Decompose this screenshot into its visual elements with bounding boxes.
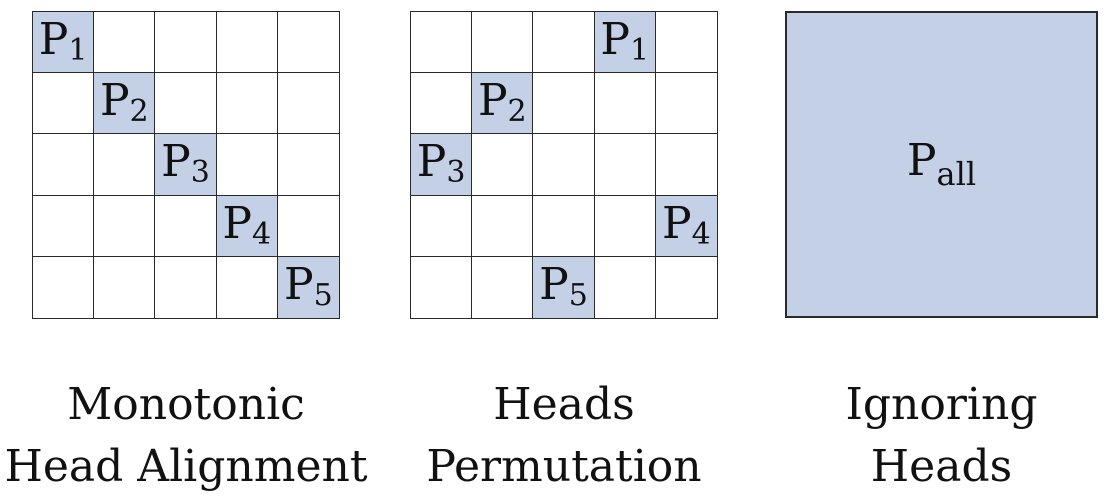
block-label-3: P3: [416, 136, 466, 191]
grid-cell: [217, 256, 278, 318]
grid-cell: [411, 12, 473, 74]
grid-cell: [533, 73, 595, 135]
grid-cell: [216, 134, 278, 196]
ignoring-caption-line2: Heads: [870, 441, 1013, 492]
grid-cell: [411, 256, 473, 318]
grid-cell-filled: P1: [33, 12, 95, 74]
grid-cell: [594, 195, 656, 257]
grid-cell: [94, 195, 156, 257]
grid-cell-filled: P5: [277, 256, 339, 318]
grid-cell: [277, 12, 339, 74]
grid-cell: [94, 256, 156, 318]
grid-cell: [277, 73, 339, 135]
block-label-1: P1: [38, 14, 88, 69]
grid-cell-filled: P4: [655, 195, 717, 257]
grid-cell: [155, 12, 217, 74]
ignoring-heads-block: Pall: [785, 11, 1098, 318]
grid-cell: [94, 134, 156, 196]
grid-cell: [155, 73, 217, 135]
grid-cell: [216, 12, 278, 74]
grid-cell: [472, 195, 534, 257]
monotonic-caption-line2: Head Alignment: [4, 441, 368, 492]
grid-cell: [533, 195, 595, 257]
grid-cell: [277, 134, 339, 196]
grid-cell: [33, 195, 95, 257]
ignoring-caption: Ignoring Heads: [745, 374, 1105, 498]
grid-cell: [216, 73, 278, 135]
grid-cell-filled: P1: [594, 12, 656, 74]
block-label-5: P5: [539, 259, 588, 314]
block-label-5: P5: [284, 259, 333, 314]
grid-cell: [472, 256, 534, 318]
grid-cell-filled: P2: [472, 73, 534, 135]
grid-cell: [411, 195, 473, 257]
grid-cell-filled: P2: [94, 73, 156, 135]
permutation-caption-line2: Permutation: [426, 441, 702, 492]
block-label-4: P4: [662, 197, 711, 252]
block-label-3: P3: [161, 136, 210, 191]
grid-cell: [655, 134, 717, 196]
permutation-caption-line1: Heads: [493, 379, 635, 430]
monotonic-caption: Monotonic Head Alignment: [0, 374, 380, 498]
grid-cell: [33, 134, 95, 196]
grid-cell: [533, 134, 595, 196]
grid-cell: [533, 12, 595, 74]
grid-cell: [472, 134, 534, 196]
grid-cell: [655, 73, 717, 135]
grid-cell: [594, 134, 656, 196]
grid-cell: [411, 73, 473, 135]
grid-cell: [594, 73, 656, 135]
block-label-all: Pall: [906, 135, 977, 193]
block-label-1: P1: [600, 14, 650, 69]
grid-cell: [595, 256, 656, 318]
grid-cell: [94, 12, 156, 74]
block-label-2: P2: [99, 75, 149, 130]
monotonic-caption-line1: Monotonic: [67, 379, 305, 430]
grid-cell: [656, 257, 717, 318]
grid-cell: [33, 256, 95, 318]
grid-cell: [277, 196, 339, 257]
grid-cell: [155, 195, 217, 257]
block-label-2: P2: [477, 75, 527, 130]
block-label-4: P4: [222, 197, 272, 252]
ignoring-caption-line1: Ignoring: [845, 379, 1038, 430]
grid-cell: [655, 12, 717, 74]
grid-cell: [155, 256, 217, 318]
grid-cell-filled: P4: [216, 195, 278, 257]
grid-cell-filled: P3: [155, 134, 217, 196]
grid-cell-filled: P3: [411, 134, 473, 196]
grid-cell: [33, 73, 95, 135]
grid-cell: [472, 12, 534, 74]
permutation-caption: Heads Permutation: [370, 374, 758, 498]
grid-cell-filled: P5: [533, 256, 595, 318]
